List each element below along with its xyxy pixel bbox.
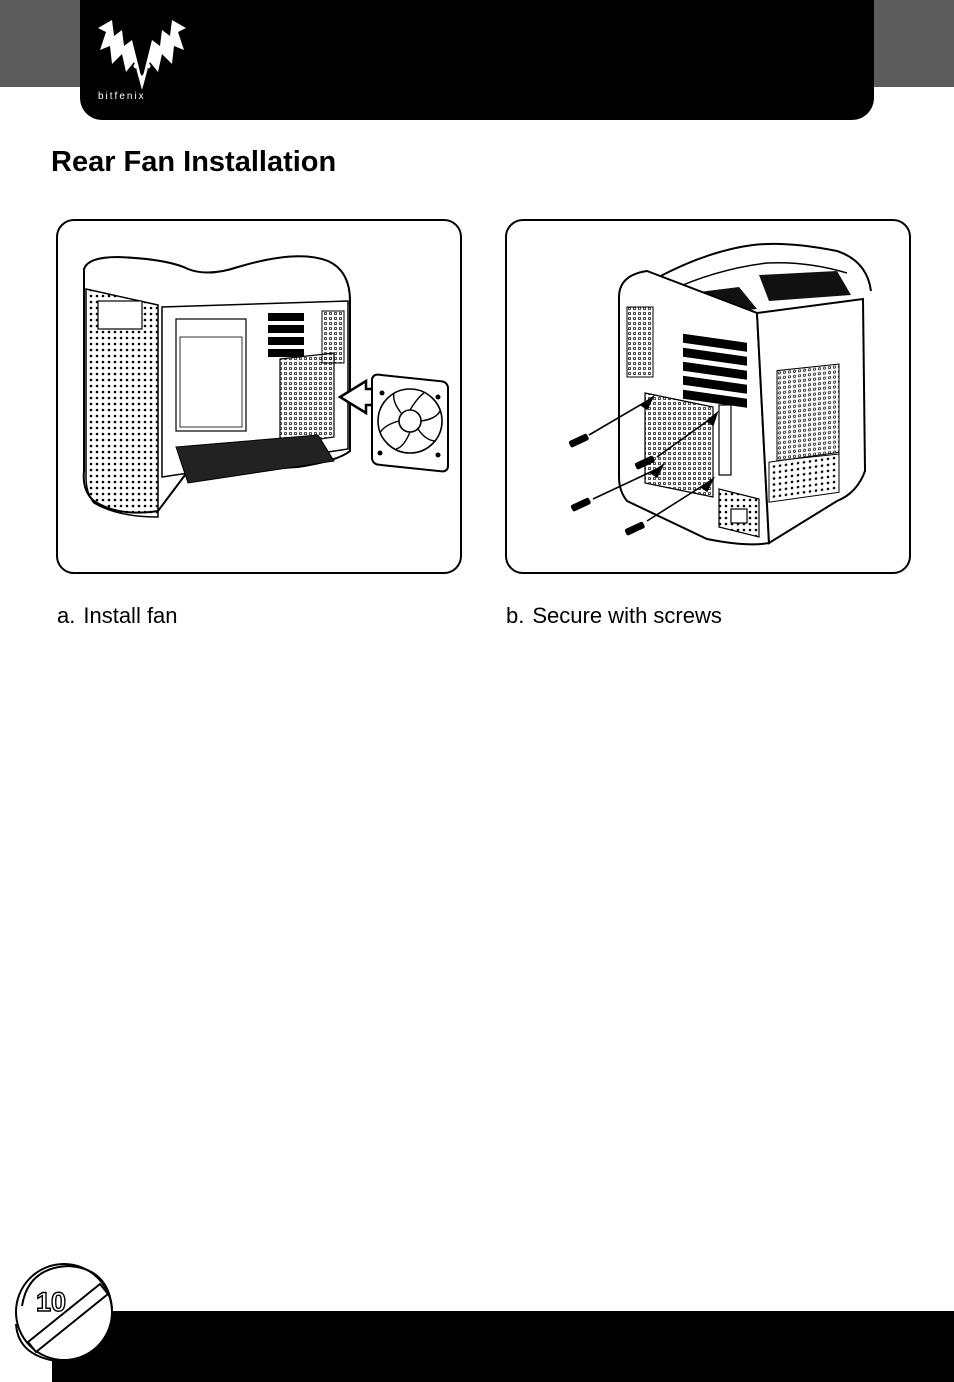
phoenix-wings-logo	[98, 20, 186, 90]
step-a-text: Install fan	[83, 603, 178, 628]
step-b-text: Secure with screws	[532, 603, 722, 628]
illustration-install-fan	[56, 219, 462, 574]
header-bar	[80, 0, 874, 120]
case-rear-with-screws-drawing	[568, 242, 872, 546]
page-number: 10	[35, 1286, 67, 1317]
step-b-marker: b.	[506, 603, 525, 628]
case-side-with-fan-drawing	[82, 255, 449, 518]
brand-wordmark: bitfenix	[98, 91, 146, 102]
illustration-secure-screws	[505, 219, 911, 574]
step-a-caption: a. Install fan	[57, 603, 178, 629]
header-accent-right	[860, 0, 954, 87]
header-accent-left	[0, 0, 90, 87]
step-b-caption: b. Secure with screws	[506, 603, 722, 629]
step-a-marker: a.	[57, 603, 76, 628]
page-badge-icon	[15, 1263, 113, 1364]
page-title: Rear Fan Installation	[51, 146, 337, 178]
footer-bar	[52, 1311, 954, 1382]
